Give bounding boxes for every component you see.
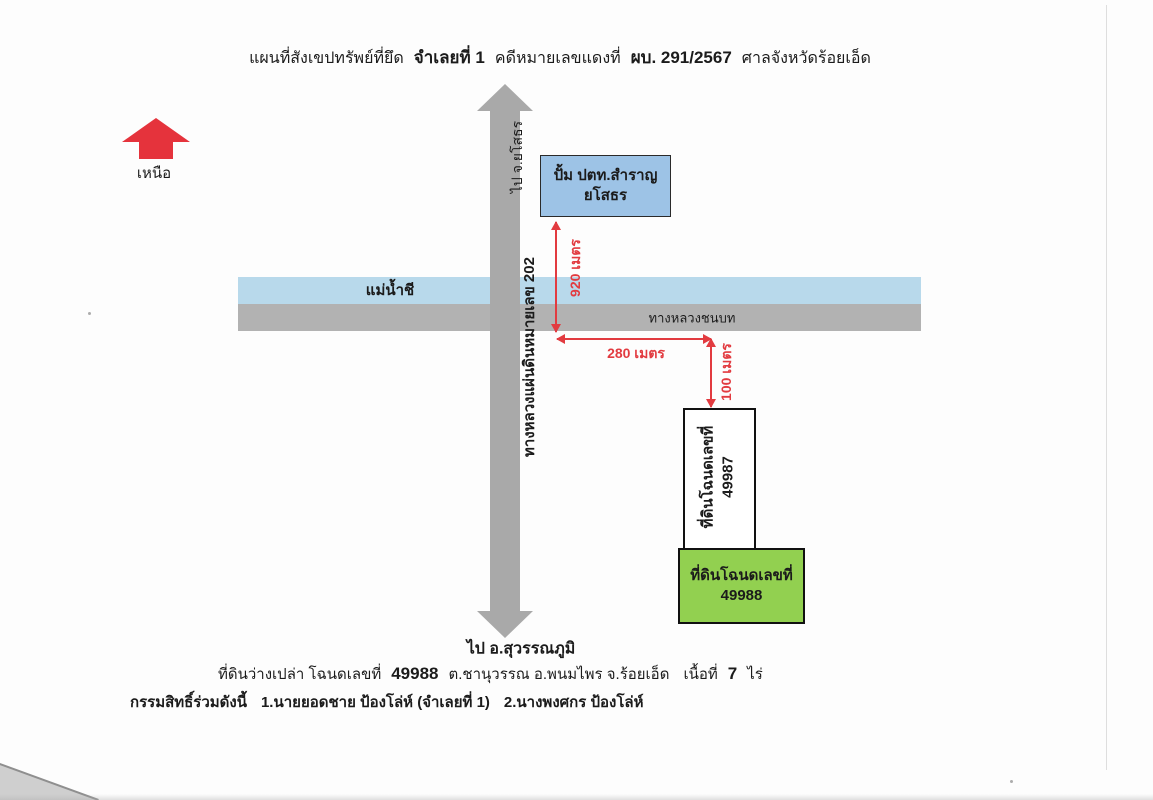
land-description-line: ที่ดินว่างเปล่า โฉนดเลขที่ 49988 ต.ชานุวรร…: [218, 662, 763, 686]
chi-river-band: [238, 277, 921, 304]
parcel-49987-label-line1: ที่ดินโฉนดเลขที่: [699, 425, 717, 529]
ownership-line: กรรมสิทธิ์ร่วมดังนี้ 1.นายยอดชาย ป้องโล่ห…: [130, 690, 657, 714]
parcel-49988-label-line2: 49988: [720, 587, 763, 604]
title-case-label: คดีหมายเลขแดงที่: [494, 50, 621, 67]
parcel-49987-label: ที่ดินโฉนดเลขที่ 49987: [699, 426, 738, 529]
parcel-49987-label-line2: 49987: [719, 456, 736, 498]
gas-station-name-line2: ยโสธร: [583, 187, 628, 204]
title-defendant: จำเลยที่ 1: [413, 48, 485, 67]
north-label: เหนือ: [136, 165, 172, 182]
scan-speck: [1010, 780, 1013, 783]
highway-destination-south-label: ไป อ.สุวรรณภูมิ: [466, 640, 576, 658]
land-desc-prefix: ที่ดินว่างเปล่า โฉนดเลขที่: [218, 666, 382, 683]
land-deed-number: 49988: [391, 664, 439, 683]
distance-arrow-920m: [551, 221, 561, 333]
highway-arrowhead-up-icon: [477, 84, 533, 111]
distance-label-920m: 920 เมตร: [567, 239, 583, 297]
scan-speck: [88, 312, 91, 315]
distance-label-100m: 100 เมตร: [718, 343, 734, 401]
gas-station-box: ปั้ม ปตท.สำราญ ยโสธร: [540, 155, 671, 217]
highway-arrowhead-down-icon: [477, 611, 533, 638]
highway-202-road: [490, 110, 520, 611]
highway-destination-north-label: ไป จ.ยโสธร: [509, 120, 525, 194]
owner-2: 2.นางพงศกร ป้องโล่ห์: [503, 694, 644, 711]
rural-road-label: ทางหลวงชนบท: [648, 310, 736, 326]
highway-name-label: ทางหลวงแผ่นดินหมายเลข 202: [521, 257, 538, 457]
north-arrow-icon: [122, 118, 190, 142]
distance-arrow-280m: [556, 334, 712, 344]
owner-1: 1.นายยอดชาย ป้องโล่ห์ (จำเลยที่ 1): [260, 694, 490, 711]
rural-highway-band: [238, 304, 921, 331]
distance-label-280m: 280 เมตร: [607, 345, 665, 361]
north-arrow-tail: [139, 141, 173, 159]
land-area-unit: ไร่: [747, 666, 763, 683]
parcel-49988-label-line1: ที่ดินโฉนดเลขที่: [690, 566, 793, 584]
scan-bottom-shade: [0, 794, 1153, 800]
land-area-label: เนื้อที่: [683, 666, 718, 683]
scan-edge-line: [1106, 5, 1107, 770]
land-parcel-49988-box: ที่ดินโฉนดเลขที่ 49988: [678, 548, 805, 624]
page-title: แผนที่สังเขปทรัพย์ที่ยึด จำเลยที่ 1 คดีหมา…: [0, 44, 1120, 71]
land-parcel-49987-box: ที่ดินโฉนดเลขที่ 49987: [683, 408, 756, 550]
gas-station-name-line1: ปั้ม ปตท.สำราญ: [553, 166, 658, 184]
land-location: ต.ชานุวรรณ อ.พนมไพร จ.ร้อยเอ็ด: [448, 666, 670, 683]
river-label: แม่น้ำชี: [365, 282, 415, 299]
title-court-name: ศาลจังหวัดร้อยเอ็ด: [741, 50, 871, 67]
title-text: แผนที่สังเขปทรัพย์ที่ยึด: [249, 50, 404, 67]
ownership-label: กรรมสิทธิ์ร่วมดังนี้: [130, 694, 247, 711]
title-case-number: ผบ. 291/2567: [630, 48, 732, 67]
land-area-value: 7: [727, 664, 738, 683]
distance-arrow-100m: [706, 338, 716, 408]
